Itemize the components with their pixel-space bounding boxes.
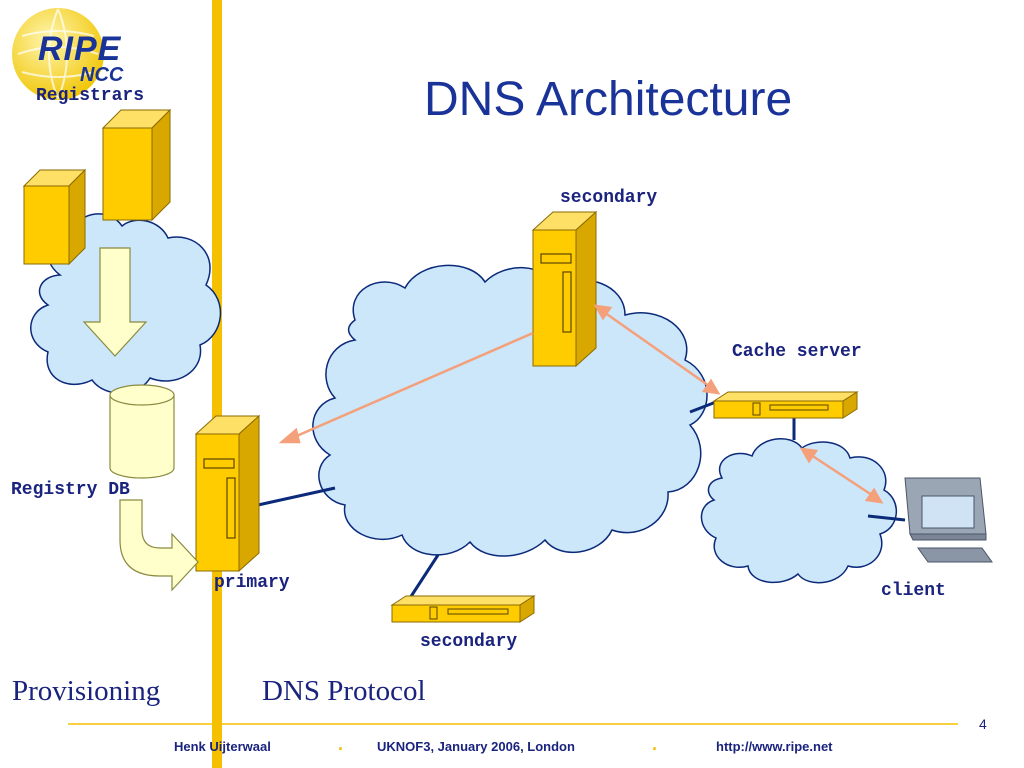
main-cloud <box>312 264 708 557</box>
client-computer-icon <box>904 477 993 563</box>
network-links <box>257 400 906 599</box>
footer-url[interactable]: http://www.ripe.net <box>716 739 833 754</box>
query-arrows <box>278 304 884 504</box>
label-secondary-top: secondary <box>560 188 658 208</box>
client-cloud <box>700 438 898 584</box>
logo-globe <box>12 8 104 100</box>
secondary-server-bottom <box>390 595 536 623</box>
footer-separator-1: . <box>338 734 344 754</box>
logo-text: RIPE <box>38 30 122 68</box>
registry-db-cylinder <box>109 384 175 479</box>
primary-server <box>194 414 261 573</box>
label-client: client <box>881 581 946 601</box>
vertical-divider <box>212 0 222 768</box>
secondary-server-top <box>531 210 598 368</box>
footer-author: Henk Uijterwaal <box>174 739 271 754</box>
label-secondary-bottom: secondary <box>420 632 518 652</box>
ripe-logo <box>12 8 104 100</box>
label-cache-server: Cache server <box>732 342 862 362</box>
registrar-box-short <box>22 168 87 266</box>
label-registry-db: Registry DB <box>11 480 130 500</box>
label-registrars: Registrars <box>36 86 145 106</box>
down-arrow <box>82 247 148 357</box>
logo-subtext: NCC <box>80 64 124 86</box>
section-provisioning: Provisioning <box>12 675 161 707</box>
registrar-box-tall <box>101 108 172 222</box>
section-dns-protocol: DNS Protocol <box>262 675 426 707</box>
footer-event: UKNOF3, January 2006, London <box>377 739 575 754</box>
slide-title: DNS Architecture <box>424 73 793 126</box>
cache-server <box>712 391 859 419</box>
curved-arrow <box>119 499 199 592</box>
label-primary: primary <box>214 573 290 593</box>
footer-separator-2: . <box>652 734 658 754</box>
page-number: 4 <box>979 716 987 732</box>
